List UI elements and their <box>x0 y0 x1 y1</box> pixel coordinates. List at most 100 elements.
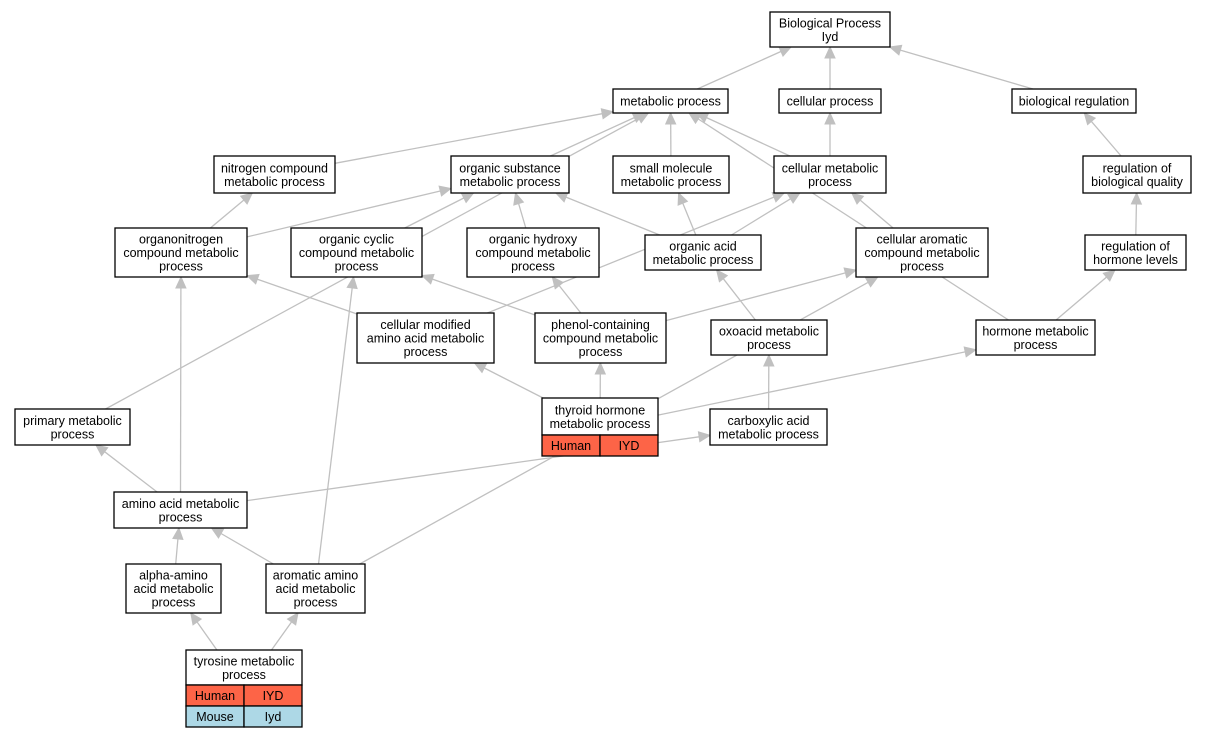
node-label-orgcyclic-line-1: compound metabolic <box>299 246 414 260</box>
edge-tyrosine-to-aromaticamino <box>270 621 293 651</box>
node-label-smallmol-line-1: metabolic process <box>621 175 722 189</box>
arrowhead-smallmol-to-metabolic <box>664 111 677 125</box>
edge-layer <box>94 44 1143 651</box>
node-label-hormone-line-0: hormone metabolic <box>982 324 1088 338</box>
edge-orgacid-to-cellmet <box>731 198 791 236</box>
node-label-orgcyclic-line-0: organic cyclic <box>319 233 394 247</box>
node-label-metabolic-line-0: metabolic process <box>620 95 721 109</box>
node-box-bioreg <box>1011 88 1137 114</box>
node-label-tyrosine-line-0: tyrosine metabolic <box>194 654 295 668</box>
arrowhead-hormone-to-metabolic <box>687 112 702 125</box>
node-label-alphaamino-line-1: acid metabolic <box>134 582 214 596</box>
node-box-nitrogen <box>213 155 336 194</box>
edge-reghorm-to-regbio <box>1135 203 1138 236</box>
edge-orgsub-to-metabolic <box>550 117 635 157</box>
node-box-orgcyclic <box>290 227 423 278</box>
node-label-orgsub-line-1: metabolic process <box>460 175 561 189</box>
node-label-orghydroxy-line-1: compound metabolic <box>475 246 590 260</box>
node-label-phenol-line-1: compound metabolic <box>543 332 658 346</box>
node-label-aromaticamino-line-0: aromatic amino <box>273 569 358 583</box>
node-cellular[interactable]: cellular process <box>778 88 882 114</box>
node-label-cellmet-line-1: process <box>808 175 852 189</box>
edge-thyroid-to-cellmod <box>484 367 544 399</box>
annotation-gene-cell <box>243 705 303 728</box>
node-box-carboxylic <box>709 408 828 446</box>
node-label-alphaamino-line-2: process <box>152 596 196 610</box>
arrowhead-reghorm-to-regbio <box>1130 191 1143 205</box>
arrowhead-orgacid-to-orgsub <box>554 191 569 203</box>
annotation-gene-cell <box>599 434 659 457</box>
node-box-smallmol <box>612 155 730 194</box>
node-label-aromaticamino-line-2: process <box>294 596 338 610</box>
arrowhead-primary-to-metabolic <box>635 112 650 124</box>
node-box-orghydroxy <box>466 227 600 278</box>
arrowhead-orghydroxy-to-orgsub <box>513 191 525 206</box>
edge-cellarom-to-cellmet <box>859 199 894 229</box>
edge-oxoacid-to-orgacid <box>722 278 756 321</box>
node-label-bioreg-line-0: biological regulation <box>1019 95 1130 109</box>
edge-aromaticamino-to-aminoacid <box>220 532 274 565</box>
node-label-aminoacid-line-1: process <box>159 510 203 524</box>
arrowhead-phenol-to-orghydroxy <box>551 276 565 290</box>
arrowhead-cellular-to-bp <box>824 45 836 59</box>
node-label-phenol-line-0: phenol-containing <box>551 318 650 332</box>
edge-regbio-to-bioreg <box>1090 120 1122 157</box>
node-box-hormone <box>975 319 1096 356</box>
edge-nitrogen-to-metabolic <box>334 113 603 164</box>
edge-hormone-to-metabolic <box>697 118 1009 321</box>
arrowhead-regbio-to-bioreg <box>1083 112 1097 126</box>
arrowhead-thyroid-to-cellmod <box>473 362 488 374</box>
node-box-reghorm <box>1084 234 1187 271</box>
node-label-aromaticamino-line-1: acid metabolic <box>276 582 356 596</box>
node-label-bp-line-0: Biological Process <box>779 16 881 30</box>
node-box-aminoacid <box>113 491 248 529</box>
node-box-primary <box>14 408 131 446</box>
node-label-cellmod-line-2: process <box>404 345 448 359</box>
edge-thyroid-to-hormone <box>657 351 966 416</box>
annotation-species-label: Human <box>195 689 235 703</box>
edge-aminoacid-to-primary <box>104 451 158 493</box>
arrowhead-cellmod-to-organonitrogen <box>245 273 260 285</box>
annotation-gene-label: IYD <box>263 689 284 703</box>
node-metabolic[interactable]: metabolic process <box>612 88 729 114</box>
edge-cellmod-to-organonitrogen <box>257 278 358 315</box>
node-label-hormone-line-1: process <box>1014 338 1058 352</box>
arrowhead-phenol-to-cellarom <box>843 267 858 279</box>
node-label-thyroid-line-1: metabolic process <box>550 417 651 431</box>
node-box-oxoacid <box>710 319 828 356</box>
node-box-organonitrogen <box>114 227 248 278</box>
node-label-carboxylic-line-0: carboxylic acid <box>728 414 810 428</box>
node-label-smallmol-line-0: small molecule <box>630 161 713 175</box>
node-label-orghydroxy-line-2: process <box>511 260 555 274</box>
node-box-tyrosine <box>185 649 303 686</box>
edge-phenol-to-cellarom <box>665 272 846 322</box>
arrowhead-organonitrogen-to-nitrogen <box>239 192 254 205</box>
node-bioreg[interactable]: biological regulation <box>1011 88 1137 114</box>
node-label-regbio-line-0: regulation of <box>1103 161 1172 175</box>
arrowhead-hormone-to-reghorm <box>1102 269 1116 282</box>
edge-orgacid-to-smallmol <box>682 202 697 236</box>
